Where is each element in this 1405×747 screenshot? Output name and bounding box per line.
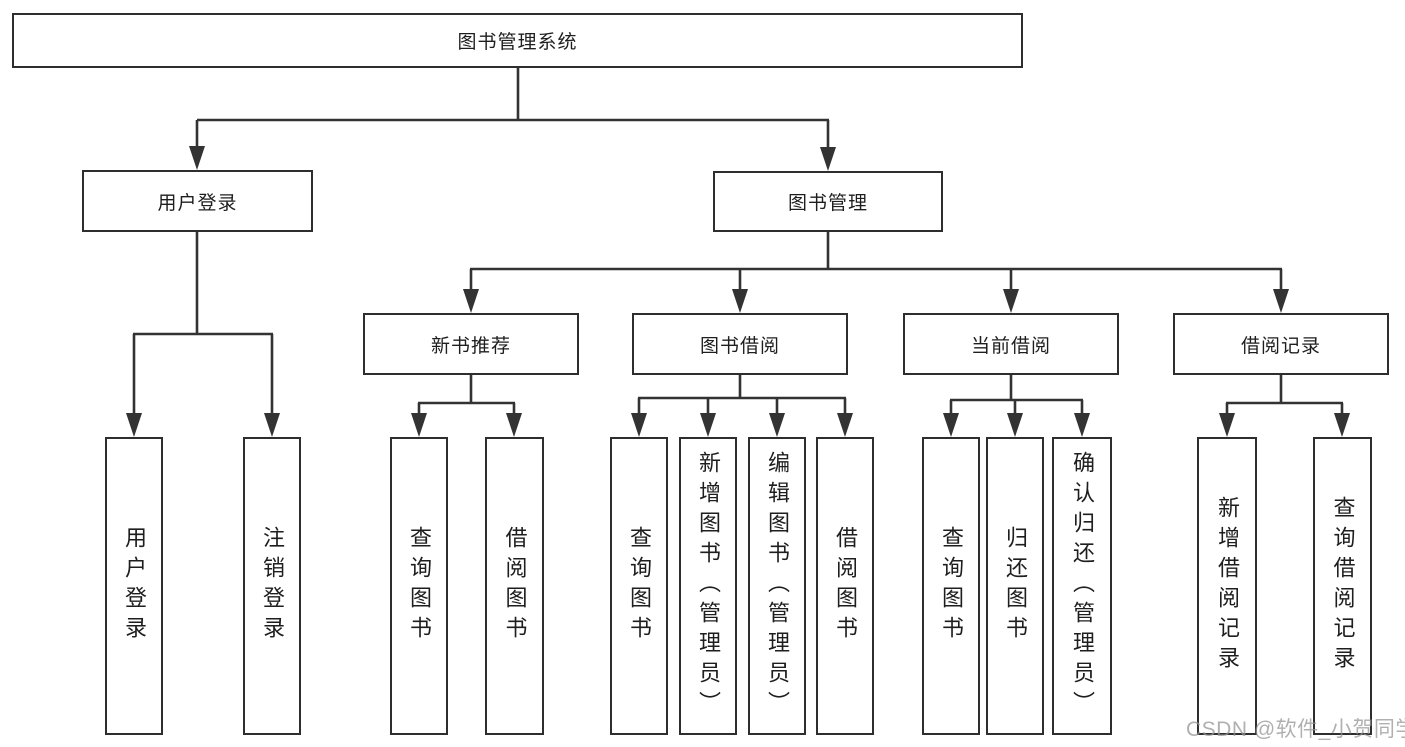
leaf-logout-label: 注销登录 xyxy=(260,526,285,646)
node-user-login: 用户登录 xyxy=(82,170,313,232)
arrow-down-icon xyxy=(837,413,853,437)
leaf-borrow-borrow-books: 借阅图书 xyxy=(816,437,874,735)
leaf-current-query-books: 查询图书 xyxy=(922,437,980,735)
node-current-borrow-label: 当前借阅 xyxy=(970,335,1051,357)
leaf-recommend-query-books: 查询图书 xyxy=(390,437,448,735)
leaf-recommend-query-books-label: 查询图书 xyxy=(407,526,432,646)
arrow-down-icon xyxy=(943,413,959,437)
node-book-borrow: 图书借阅 xyxy=(632,313,848,375)
arrow-down-icon xyxy=(700,413,716,437)
leaf-current-confirm-return-admin: 确认归还（管理员） xyxy=(1052,437,1112,735)
arrow-down-icon xyxy=(631,413,647,437)
leaf-user-login-label: 用户登录 xyxy=(122,526,147,646)
arrow-down-icon xyxy=(732,289,748,313)
leaf-borrow-query-books-label: 查询图书 xyxy=(627,526,652,646)
leaf-current-return-books-label: 归还图书 xyxy=(1003,526,1028,646)
node-library-system-label: 图书管理系统 xyxy=(457,32,578,53)
node-new-book-recommend: 新书推荐 xyxy=(363,313,579,375)
arrow-down-icon xyxy=(1074,413,1090,437)
arrow-down-icon xyxy=(1219,413,1235,437)
node-borrow-records: 借阅记录 xyxy=(1173,313,1389,375)
arrow-down-icon xyxy=(1003,289,1019,313)
leaf-records-add-record-label: 新增借阅记录 xyxy=(1215,496,1240,676)
node-current-borrow: 当前借阅 xyxy=(903,313,1119,375)
node-user-login-label: 用户登录 xyxy=(157,192,238,214)
leaf-borrow-add-books-admin-label: 新增图书（管理员） xyxy=(696,451,721,721)
arrow-down-icon xyxy=(411,413,427,437)
arrow-down-icon xyxy=(463,289,479,313)
leaf-user-login: 用户登录 xyxy=(105,437,163,735)
leaf-current-confirm-return-admin-label: 确认归还（管理员） xyxy=(1070,451,1095,721)
arrow-down-icon xyxy=(189,146,205,170)
arrow-down-icon xyxy=(1334,413,1350,437)
leaf-logout: 注销登录 xyxy=(243,437,301,735)
arrow-down-icon xyxy=(506,413,522,437)
leaf-borrow-edit-books-admin: 编辑图书（管理员） xyxy=(748,437,806,735)
arrow-down-icon xyxy=(1273,289,1289,313)
leaf-records-query-record-label: 查询借阅记录 xyxy=(1330,496,1356,676)
arrow-down-icon xyxy=(126,413,142,437)
leaf-current-query-books-label: 查询图书 xyxy=(939,526,964,646)
node-library-system: 图书管理系统 xyxy=(12,13,1023,68)
arrow-down-icon xyxy=(769,413,785,437)
arrow-down-icon xyxy=(264,413,280,437)
node-book-borrow-label: 图书借阅 xyxy=(699,335,780,357)
leaf-borrow-edit-books-admin-label: 编辑图书（管理员） xyxy=(765,451,790,721)
node-borrow-records-label: 借阅记录 xyxy=(1240,335,1321,357)
leaf-borrow-add-books-admin: 新增图书（管理员） xyxy=(679,437,737,735)
leaf-current-return-books: 归还图书 xyxy=(986,437,1044,735)
leaf-records-add-record: 新增借阅记录 xyxy=(1197,437,1257,735)
leaf-borrow-query-books: 查询图书 xyxy=(610,437,668,735)
leaf-recommend-borrow-books: 借阅图书 xyxy=(485,437,544,735)
arrow-down-icon xyxy=(820,147,836,171)
node-book-management: 图书管理 xyxy=(713,171,943,232)
leaf-records-query-record: 查询借阅记录 xyxy=(1313,437,1372,735)
watermark: CSDN @软件_小贺同学 xyxy=(1186,718,1405,741)
node-book-management-label: 图书管理 xyxy=(787,193,868,214)
arrow-down-icon xyxy=(1007,413,1023,437)
node-new-book-recommend-label: 新书推荐 xyxy=(430,335,511,357)
leaf-borrow-borrow-books-label: 借阅图书 xyxy=(833,526,858,646)
leaf-recommend-borrow-books-label: 借阅图书 xyxy=(502,526,528,646)
